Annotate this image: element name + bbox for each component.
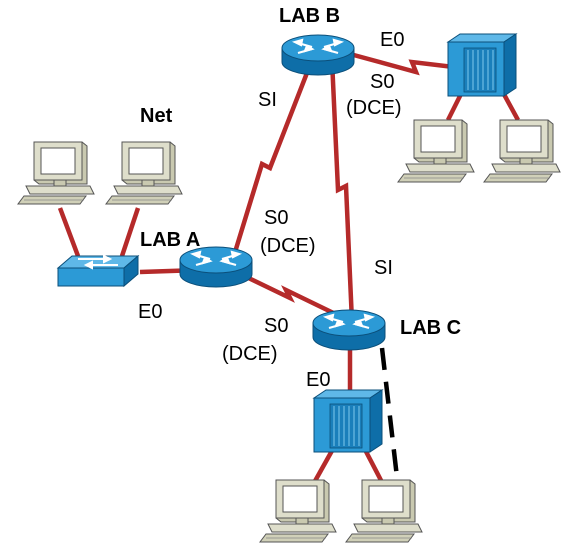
label-lab-b: LAB B <box>279 5 340 27</box>
server-lab-c[interactable] <box>313 389 383 453</box>
label-b-s0-dce: (DCE) <box>346 97 402 119</box>
label-c-si: SI <box>374 257 393 279</box>
label-b-s0: S0 <box>370 71 394 93</box>
pc-lab-b-2[interactable] <box>483 119 561 183</box>
router-lab-c[interactable] <box>311 308 387 352</box>
serial-link-a-c <box>231 267 353 325</box>
label-lab-a: LAB A <box>140 229 200 251</box>
dashed-link-c-pc <box>379 347 401 487</box>
label-lab-c: LAB C <box>400 317 461 339</box>
switch-net[interactable] <box>57 255 139 287</box>
pc-lab-b-1[interactable] <box>397 119 475 183</box>
label-b-e0: E0 <box>380 29 404 51</box>
label-a-s0: S0 <box>264 207 288 229</box>
label-c-s0-dce: (DCE) <box>222 343 278 365</box>
link-switch-pc2 <box>119 207 141 257</box>
pc-lab-c-2[interactable] <box>345 479 423 543</box>
label-c-e0: E0 <box>306 369 330 391</box>
router-lab-a[interactable] <box>178 245 254 289</box>
label-a-e0: E0 <box>138 301 162 323</box>
serial-link-b-c <box>329 59 355 323</box>
pc-net-2[interactable] <box>105 141 183 205</box>
serial-link-b-a <box>229 59 315 263</box>
label-net: Net <box>140 105 173 127</box>
pc-lab-c-1[interactable] <box>259 479 337 543</box>
server-lab-b[interactable] <box>447 33 517 97</box>
link-switch-pc1 <box>57 207 81 257</box>
pc-net-1[interactable] <box>17 141 95 205</box>
router-lab-b[interactable] <box>280 33 356 77</box>
label-c-s0: S0 <box>264 315 288 337</box>
label-a-s0-dce: (DCE) <box>260 235 316 257</box>
ethernet-link-b-server <box>349 51 463 76</box>
label-b-si: SI <box>258 89 277 111</box>
